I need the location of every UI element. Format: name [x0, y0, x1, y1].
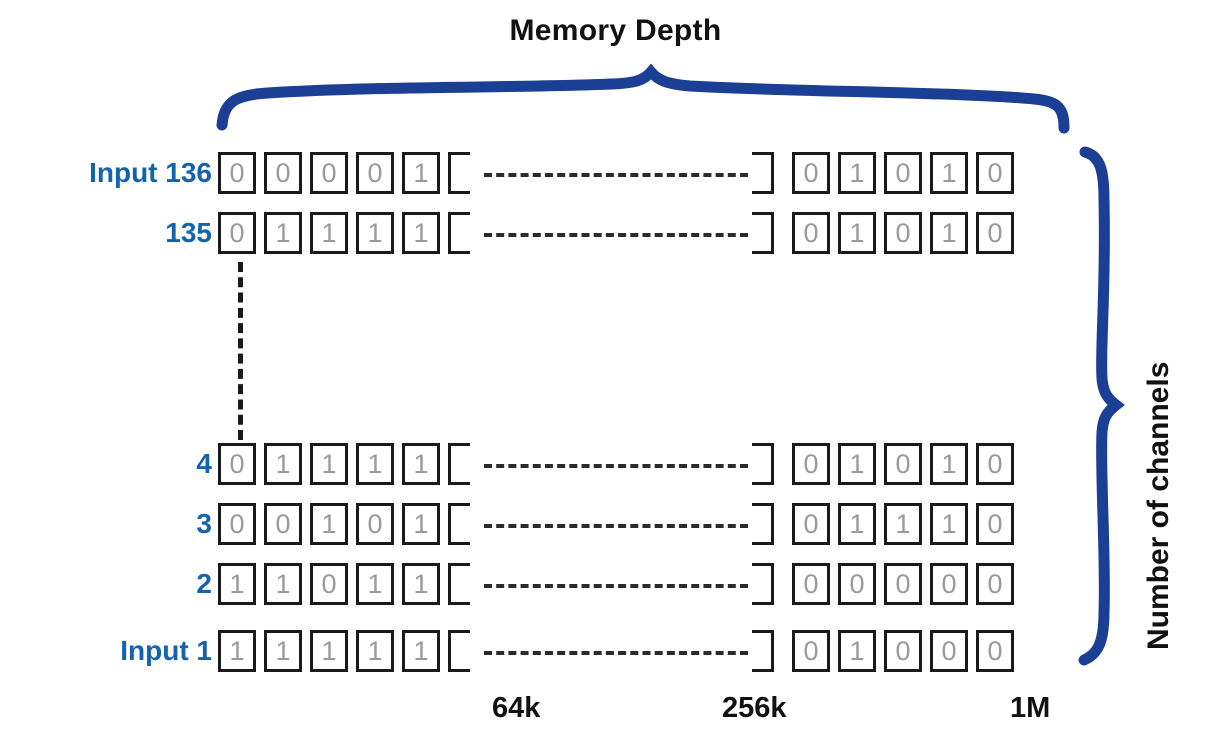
bit-cell: 0: [792, 503, 830, 545]
open-bracket: [448, 212, 470, 254]
open-bracket: [448, 503, 470, 545]
bit-cell: 0: [976, 630, 1014, 672]
bit-cell: 0: [884, 630, 922, 672]
bit-cell: 0: [264, 503, 302, 545]
bit-cell: 0: [792, 212, 830, 254]
number-of-channels-label: Number of channels: [1142, 362, 1176, 650]
bit-cell: 1: [930, 503, 968, 545]
bit-cell: 0: [884, 563, 922, 605]
bit-cell: 0: [884, 443, 922, 485]
bit-cell: 0: [930, 630, 968, 672]
open-bracket: [448, 630, 470, 672]
close-bracket: [752, 630, 774, 672]
row-label: Input 1: [120, 635, 212, 666]
page-title: Memory Depth: [0, 14, 1231, 48]
bit-cell: 0: [356, 503, 394, 545]
bit-cell: 0: [792, 443, 830, 485]
row-label: Input 136: [89, 157, 212, 188]
row-continuation-dashes: [484, 173, 748, 177]
depth-tick: 64k: [492, 692, 541, 724]
bit-cell: 0: [264, 152, 302, 194]
bit-cell: 1: [218, 630, 256, 672]
bit-cell: 1: [356, 563, 394, 605]
bit-cell: 1: [402, 443, 440, 485]
bit-cell: 0: [792, 630, 830, 672]
bit-cell: 1: [838, 212, 876, 254]
bit-cell: 0: [218, 212, 256, 254]
close-bracket: [752, 563, 774, 605]
row-label: 4: [196, 448, 212, 479]
bit-cell: 1: [402, 152, 440, 194]
bit-cell: 0: [976, 212, 1014, 254]
bit-cell: 0: [884, 212, 922, 254]
bit-cell: 1: [356, 443, 394, 485]
bit-cell: 0: [976, 563, 1014, 605]
row-label: 3: [196, 508, 212, 539]
bit-cell: 1: [356, 630, 394, 672]
bit-cell: 1: [356, 212, 394, 254]
row-continuation-dashes: [484, 524, 748, 528]
bit-cell: 0: [884, 152, 922, 194]
bit-cell: 1: [402, 212, 440, 254]
bit-cell: 1: [838, 443, 876, 485]
bit-cell: 1: [930, 212, 968, 254]
bit-cell: 0: [356, 152, 394, 194]
close-bracket: [752, 212, 774, 254]
bit-cell: 1: [218, 563, 256, 605]
bit-cell: 1: [884, 503, 922, 545]
row-continuation-dashes: [484, 651, 748, 655]
bit-cell: 1: [930, 152, 968, 194]
bit-cell: 1: [264, 443, 302, 485]
bit-cell: 0: [930, 563, 968, 605]
bit-cell: 1: [402, 630, 440, 672]
bit-cell: 0: [218, 443, 256, 485]
bit-cell: 1: [402, 563, 440, 605]
bit-cell: 0: [310, 563, 348, 605]
bit-cell: 0: [838, 563, 876, 605]
bit-cell: 1: [264, 563, 302, 605]
bit-cell: 1: [310, 630, 348, 672]
bit-cell: 1: [310, 443, 348, 485]
close-bracket: [752, 152, 774, 194]
vertical-ellipsis-dots: [238, 262, 243, 440]
open-bracket: [448, 563, 470, 605]
bit-cell: 0: [976, 152, 1014, 194]
close-bracket: [752, 503, 774, 545]
bit-cell: 0: [218, 152, 256, 194]
close-bracket: [752, 443, 774, 485]
row-continuation-dashes: [484, 464, 748, 468]
bit-cell: 0: [792, 152, 830, 194]
bit-cell: 0: [792, 563, 830, 605]
depth-tick: 256k: [722, 692, 787, 724]
bit-cell: 1: [838, 503, 876, 545]
bit-cell: 0: [310, 152, 348, 194]
depth-tick: 1M: [1010, 692, 1051, 724]
top-brace: [216, 63, 1070, 134]
bit-cell: 1: [264, 212, 302, 254]
bit-cell: 1: [402, 503, 440, 545]
bit-cell: 1: [930, 443, 968, 485]
bit-cell: 1: [310, 212, 348, 254]
memory-depth-title-text: Memory Depth: [509, 14, 722, 47]
row-continuation-dashes: [484, 584, 748, 588]
bit-cell: 1: [310, 503, 348, 545]
bit-cell: 0: [976, 503, 1014, 545]
bit-cell: 0: [218, 503, 256, 545]
right-brace: [1078, 146, 1125, 666]
bit-cell: 1: [264, 630, 302, 672]
row-label: 2: [196, 568, 212, 599]
bit-cell: 1: [838, 630, 876, 672]
bit-cell: 1: [838, 152, 876, 194]
open-bracket: [448, 152, 470, 194]
bit-cell: 0: [976, 443, 1014, 485]
open-bracket: [448, 443, 470, 485]
row-continuation-dashes: [484, 233, 748, 237]
number-of-channels-label-text: Number of channels: [1142, 361, 1175, 650]
row-label: 135: [165, 217, 212, 248]
